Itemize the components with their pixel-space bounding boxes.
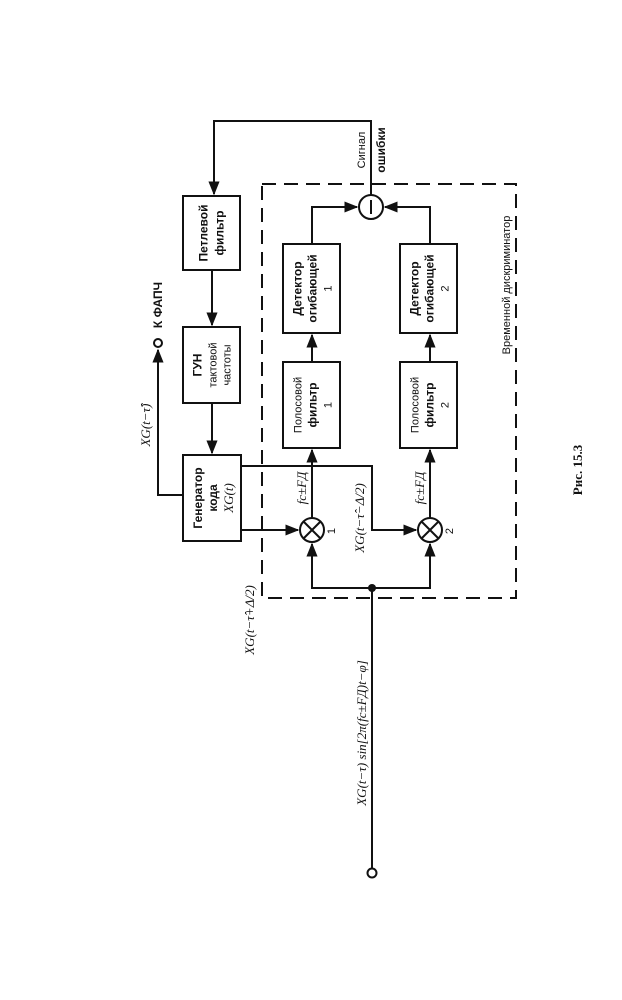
input-to-mixer2 <box>372 542 436 589</box>
bandpass-filter-2-block <box>399 361 458 449</box>
bpf-1-label-1: Полосовой <box>293 377 305 433</box>
error-signal-label-2: ошибки <box>374 127 388 173</box>
loop-filter-block <box>182 195 241 271</box>
det1-to-subtractor <box>311 201 359 244</box>
code-generator-label-2: кода <box>206 484 220 512</box>
figure-caption: Рис. 15.3 <box>570 444 585 495</box>
early-code-label: XG(t−τ̂+Δ/2) <box>242 585 257 656</box>
subtractor <box>358 194 384 220</box>
code-generator-label-3: XG(t) <box>221 483 236 514</box>
prompt-code-line <box>152 348 183 496</box>
multiplier-1-number: 1 <box>326 528 338 534</box>
error-feedback-line <box>208 120 372 196</box>
input-to-mixer1 <box>306 542 372 589</box>
late-code-line <box>241 465 418 536</box>
multiplier-2-number: 2 <box>444 528 456 534</box>
multiplier-1 <box>299 517 325 543</box>
time-discriminator-label: Временной дискриминатор <box>501 216 513 355</box>
code-generator-block <box>182 454 242 542</box>
bandpass-filter-1-block <box>282 361 341 449</box>
loop-filter-label-2: фильтр <box>213 210 227 255</box>
det2-to-subtractor <box>383 201 431 244</box>
vco-block <box>182 326 241 404</box>
code-generator-label-1: Генератор <box>191 467 205 528</box>
bpf-2-label-1: Полосовой <box>410 377 422 433</box>
input-terminal <box>366 867 378 879</box>
bpf-2-label-2: фильтр <box>423 382 437 427</box>
input-signal-label: XG(t−τ) sin[2π(fc±FД)t−φ] <box>354 660 369 807</box>
envelope-detector-2-block <box>399 243 458 334</box>
vco-label-1: ГУН <box>191 354 205 377</box>
vco-label-3: частоты <box>222 344 234 385</box>
time-discriminator-boundary <box>261 183 517 599</box>
detector-1-label-3: 1 <box>323 285 335 291</box>
mixer1-output-label: fc±FД <box>294 471 309 504</box>
multiplier-2 <box>417 517 443 543</box>
detector-2-label-1: Детектор <box>408 261 422 315</box>
detector-2-label-3: 2 <box>440 285 452 291</box>
pll-output-label: К ФАПЧ <box>151 282 165 328</box>
bpf-1-label-2: фильтр <box>306 382 320 427</box>
detector-2-label-2: огибающей <box>423 254 437 322</box>
envelope-detector-1-block <box>282 243 341 334</box>
prompt-code-label: XG(t−τ̂) <box>138 403 153 448</box>
vco-label-2: тактовой <box>208 343 220 388</box>
bpf-2-label-3: 2 <box>440 402 452 408</box>
detector-1-label-1: Детектор <box>291 261 305 315</box>
mixer2-output-label: fc±FД <box>412 471 427 504</box>
error-signal-label-1: Сигнал <box>356 132 368 169</box>
loop-filter-label-1: Петлевой <box>197 205 211 262</box>
late-code-label: XG(t−τ̂−Δ/2) <box>352 483 367 554</box>
pll-output-terminal <box>153 338 163 348</box>
detector-1-label-2: огибающей <box>306 254 320 322</box>
bpf-1-label-3: 1 <box>323 402 335 408</box>
